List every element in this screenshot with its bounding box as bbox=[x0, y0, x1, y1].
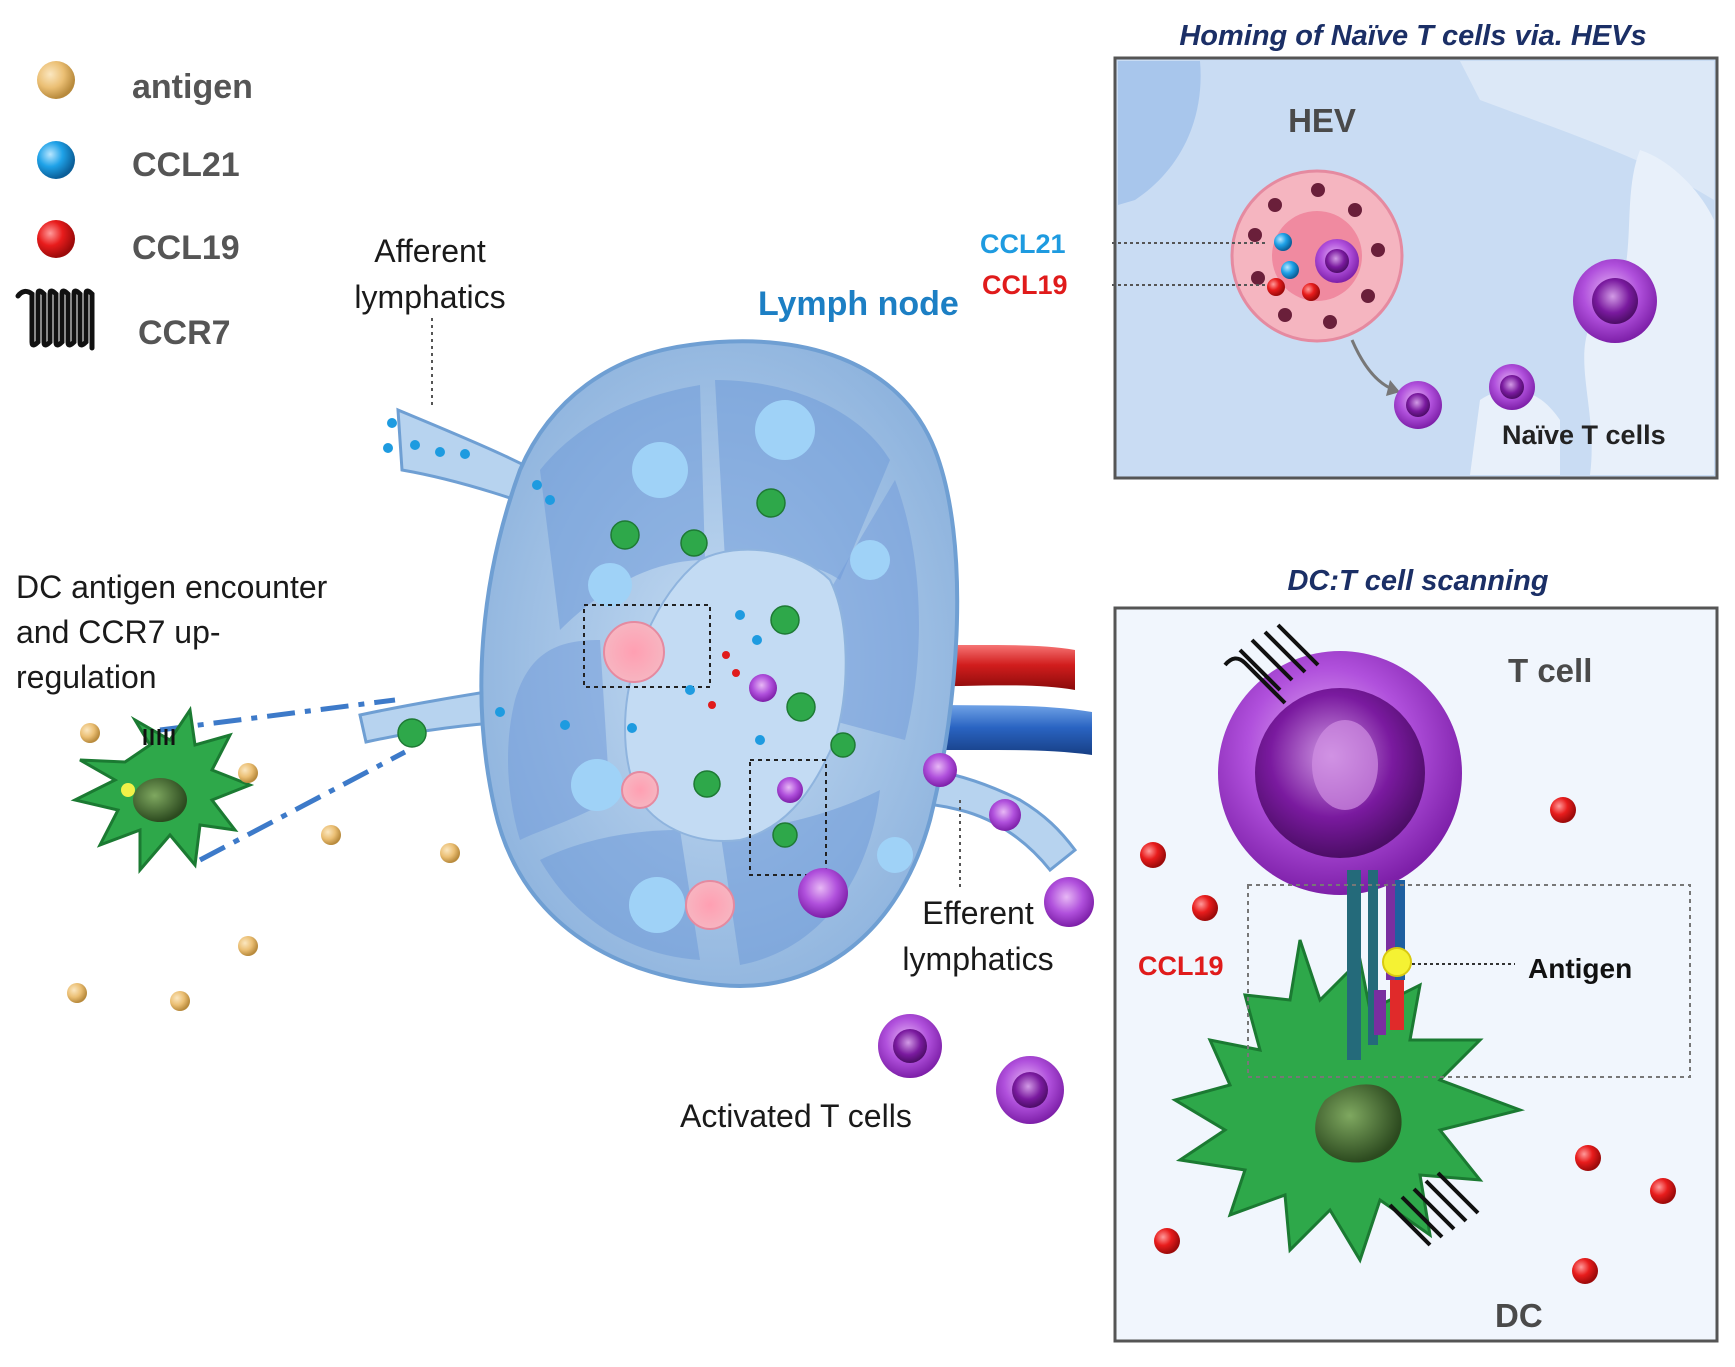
hev-label: HEV bbox=[1288, 102, 1356, 139]
afferent-label-line2: lymphatics bbox=[354, 279, 505, 315]
dc-ccr7-icon bbox=[1388, 1171, 1480, 1247]
activated-t-cells-label: Activated T cells bbox=[680, 1098, 912, 1134]
tcr-mhc-complex-icon bbox=[1347, 870, 1412, 1060]
dc-label: DC bbox=[1495, 1297, 1543, 1334]
antigen-label: Antigen bbox=[1528, 953, 1632, 984]
scan-panel-title: DC:T cell scanning bbox=[1287, 565, 1548, 597]
scan-ccl19-dots bbox=[1140, 797, 1676, 1284]
ccr7-receptor-icon bbox=[15, 288, 95, 351]
legend-ccr7-label: CCR7 bbox=[138, 314, 231, 352]
afferent-label-line1: Afferent bbox=[374, 233, 486, 269]
hev-ccl21-label: CCL21 bbox=[980, 229, 1066, 259]
legend-ccl21-label: CCL21 bbox=[132, 146, 240, 184]
hev-ccl19-label: CCL19 bbox=[982, 270, 1068, 300]
hev-panel bbox=[1113, 56, 1719, 480]
node-ccl19-dots bbox=[708, 651, 740, 709]
node-dendritic-cells bbox=[397, 488, 856, 848]
t-cell-label: T cell bbox=[1508, 652, 1592, 689]
t-cell-ccr7-icon bbox=[1223, 623, 1320, 705]
lymph-node-label: Lymph node bbox=[758, 285, 959, 323]
antigen-peptide-icon bbox=[1382, 947, 1412, 977]
node-t-cells bbox=[749, 674, 1094, 927]
lymph-node bbox=[479, 339, 960, 988]
antigen-dots bbox=[67, 723, 460, 1011]
dc-zoom-line-bottom bbox=[198, 749, 407, 863]
dc-label-line2: and CCR7 up- bbox=[16, 614, 221, 650]
efferent-label-line1: Efferent bbox=[922, 895, 1034, 931]
scan-panel bbox=[1113, 606, 1719, 1343]
ccl19-dot-icon bbox=[37, 220, 75, 258]
node-ccl21-dots bbox=[383, 418, 765, 745]
legend: antigen CCL21 CCL19 CCR7 bbox=[15, 61, 253, 352]
synapse-zoom-box bbox=[1247, 884, 1691, 1078]
dc-label-line1: DC antigen encounter bbox=[16, 569, 328, 605]
legend-ccl19-label: CCL19 bbox=[132, 229, 240, 267]
hev-panel-title: Homing of Naïve T cells via. HEVs bbox=[1179, 20, 1646, 52]
large-dendritic-cell bbox=[70, 705, 255, 875]
dc-label-line3: regulation bbox=[16, 659, 157, 695]
ccl21-dot-icon bbox=[37, 141, 75, 179]
naive-t-cells-label: Naïve T cells bbox=[1502, 420, 1666, 450]
legend-antigen-label: antigen bbox=[132, 68, 253, 106]
scan-ccl19-label: CCL19 bbox=[1138, 951, 1224, 981]
efferent-label-line2: lymphatics bbox=[902, 941, 1053, 977]
antigen-dot-icon bbox=[37, 61, 75, 99]
dc-zoom-line-top bbox=[159, 697, 396, 733]
